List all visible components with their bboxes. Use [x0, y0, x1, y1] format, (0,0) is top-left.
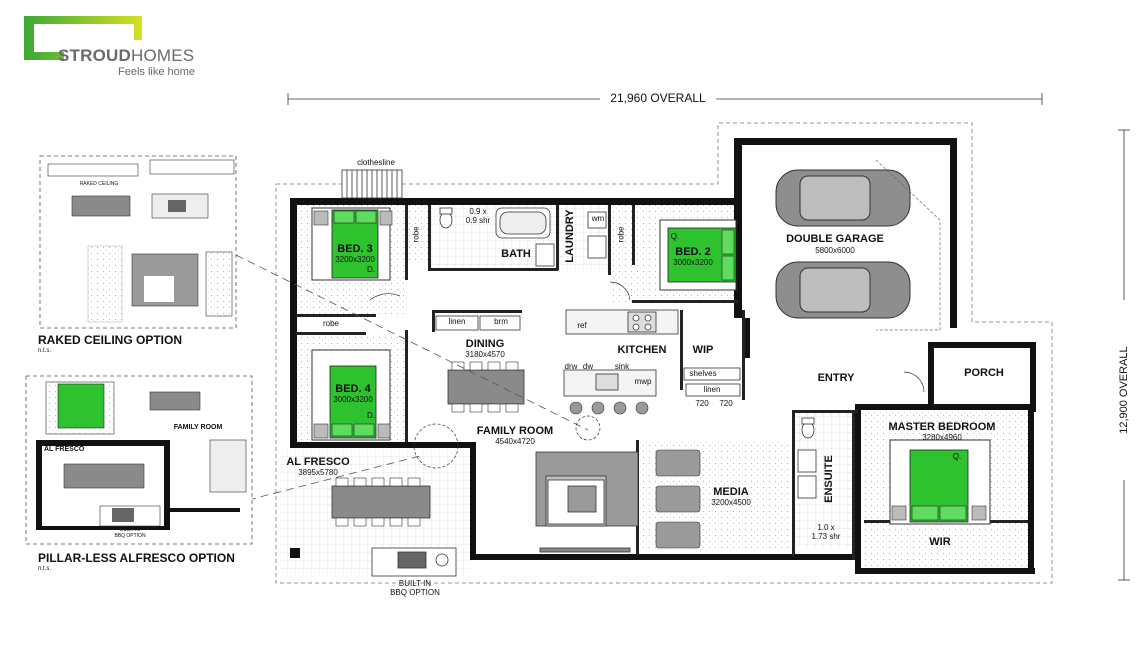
door-swings	[369, 281, 925, 469]
family-room-size: 4540x4720	[495, 437, 535, 446]
pillarless-alfresco-caption: PILLAR-LESS ALFRESCO OPTION	[38, 551, 235, 565]
master-bed-icon	[889, 439, 991, 525]
lot-boundary	[275, 122, 1053, 584]
bed4-label: BED. 4	[335, 383, 371, 395]
bbq-option-label: BUILT IN BBQ OPTION	[390, 579, 440, 597]
ensuite-shower-label: 1.0 x 1.73 shr	[811, 523, 841, 541]
drw-label: drw	[564, 362, 578, 371]
kitchen-benches	[435, 309, 741, 397]
ensuite-label: ENSUITE	[822, 455, 835, 503]
width-720-b: 720	[719, 399, 733, 408]
bbq-option	[371, 547, 457, 577]
bed2-size: 3000x3200	[673, 258, 713, 267]
raked-ceiling-nts: n.t.s.	[38, 348, 52, 354]
master-q-mark: Q.	[952, 452, 962, 461]
dining-label: DINING	[465, 338, 505, 350]
dining-table	[447, 361, 525, 413]
ref-label: ref	[577, 321, 587, 330]
mwp-label: mwp	[634, 377, 652, 386]
raked-ceiling-lines	[235, 254, 589, 501]
media-recliners	[655, 449, 701, 549]
bed3-robe-label: robe	[411, 226, 421, 243]
logo-mark-icon	[24, 16, 142, 60]
master-bedroom-label: MASTER BEDROOM	[888, 421, 996, 433]
inset-family-room-label: FAMILY ROOM	[173, 424, 223, 431]
raked-ceiling-tag: RAKED CEILING	[79, 181, 119, 187]
dw-label: dw	[582, 362, 594, 371]
brand-name: STROUDHOMES	[58, 46, 195, 65]
overall-depth-label: 12,900 OVERALL	[1117, 346, 1130, 434]
pillarless-alfresco-inset	[25, 375, 253, 545]
garage-door	[875, 159, 941, 331]
bed4-d-mark: D.	[367, 411, 375, 420]
bed2-label: BED. 2	[675, 246, 711, 258]
dining-size: 3180x4570	[465, 350, 505, 359]
clothesline-icon	[341, 169, 403, 199]
kitchen-label: KITCHEN	[617, 344, 667, 356]
family-sofa	[535, 451, 639, 553]
bed2-robe-label: robe	[616, 226, 626, 243]
car-icon	[775, 169, 911, 319]
wm-label: wm	[591, 214, 605, 223]
pillarless-alfresco-nts: n.t.s.	[38, 566, 52, 572]
bed2-q-mark: Q.	[670, 232, 680, 241]
shelves-label: shelves	[689, 369, 717, 378]
bath-shower-label: 0.9 x 0.9 shr	[465, 207, 491, 225]
bed4-size: 3000x3200	[333, 395, 373, 404]
raked-ceiling-option-inset	[39, 155, 237, 329]
garage-size: 5800x6000	[815, 246, 855, 255]
wip-linen-label: linen	[703, 385, 721, 394]
family-room-label: FAMILY ROOM	[476, 425, 554, 437]
overall-depth-dimension	[1118, 129, 1130, 581]
overall-width-dimension	[287, 93, 1043, 105]
overall-width-label: 21,960 OVERALL	[610, 91, 706, 105]
exterior-walls	[290, 138, 1036, 574]
bed4-robe-label: robe	[322, 319, 339, 328]
entry-label: ENTRY	[817, 372, 855, 384]
sink-label: sink	[614, 362, 630, 371]
bed4-bed-icon	[311, 349, 391, 441]
brand-tagline: Feels like home	[118, 66, 196, 78]
width-720-a: 720	[695, 399, 709, 408]
porch-label: PORCH	[964, 367, 1004, 379]
alfresco-label: AL FRESCO	[286, 456, 350, 468]
media-label: MEDIA	[713, 486, 749, 498]
clothesline-label: clothesline	[357, 158, 395, 167]
bed3-d-mark: D.	[367, 265, 375, 274]
brm-label: brm	[494, 317, 508, 326]
linen-label: linen	[448, 317, 466, 326]
bed3-size: 3200x3200	[335, 255, 375, 264]
media-size: 3200x4500	[711, 498, 751, 507]
stools	[569, 401, 649, 415]
alfresco-size: 3895x5780	[298, 468, 338, 477]
wir-label: WIR	[929, 536, 951, 548]
raked-ceiling-caption: RAKED CEILING OPTION	[38, 333, 183, 347]
bath-label: BATH	[501, 248, 531, 260]
bed2-bed-icon	[659, 219, 737, 291]
inset-alfresco-label: AL FRESCO	[44, 446, 85, 453]
master-bedroom-size: 3280x4960	[922, 433, 962, 442]
bed3-bed-icon	[311, 207, 393, 281]
garage-label: DOUBLE GARAGE	[786, 233, 884, 245]
inset-bbq-label: BUILT IN BBQ OPTION	[114, 527, 146, 539]
brand-logo: STROUDHOMES Feels like home	[24, 16, 214, 86]
wip-label: WIP	[692, 344, 714, 356]
bed3-label: BED. 3	[337, 243, 373, 255]
laundry-label: LAUNDRY	[563, 209, 576, 263]
alfresco-table	[290, 477, 431, 558]
bath-fixtures	[439, 207, 817, 499]
